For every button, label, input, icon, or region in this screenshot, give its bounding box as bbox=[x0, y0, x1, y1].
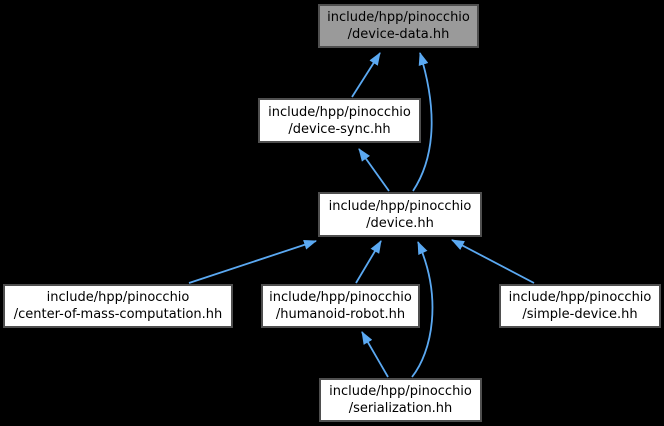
node-label-line1: include/hpp/pinocchio bbox=[327, 10, 470, 25]
node-serialization[interactable]: include/hpp/pinocchio /serialization.hh bbox=[319, 378, 482, 422]
node-label-line1: include/hpp/pinocchio bbox=[328, 198, 472, 214]
node-label-line2: /device.hh bbox=[366, 215, 434, 231]
node-label-line1: include/hpp/pinocchio bbox=[269, 290, 412, 305]
node-label-line2: /device-data.hh bbox=[347, 27, 450, 42]
edge-serialization-to-device bbox=[411, 241, 434, 378]
node-device[interactable]: include/hpp/pinocchio /device.hh bbox=[318, 192, 482, 237]
node-label-line2: /humanoid-robot.hh bbox=[275, 307, 406, 322]
node-humanoid-robot[interactable]: include/hpp/pinocchio /humanoid-robot.hh bbox=[261, 284, 420, 328]
node-label-line2: /serialization.hh bbox=[348, 401, 453, 416]
node-device-sync[interactable]: include/hpp/pinocchio /device-sync.hh bbox=[258, 98, 421, 143]
edge-device-to-device-sync bbox=[358, 148, 390, 192]
edge-center-of-mass-to-device bbox=[188, 240, 317, 284]
node-label-line2: /simple-device.hh bbox=[522, 307, 638, 322]
edge-simple-device-to-device bbox=[451, 239, 535, 284]
node-center-of-mass-computation[interactable]: include/hpp/pinocchio /center-of-mass-co… bbox=[3, 284, 233, 328]
node-label-line1: include/hpp/pinocchio bbox=[268, 104, 411, 120]
edge-serialization-to-humanoid-robot bbox=[361, 331, 389, 378]
edge-device-sync-to-device-data bbox=[351, 52, 381, 98]
node-device-data: include/hpp/pinocchio /device-data.hh bbox=[318, 4, 479, 48]
node-label-line1: include/hpp/pinocchio bbox=[329, 384, 472, 399]
node-label-line2: /center-of-mass-computation.hh bbox=[13, 307, 223, 322]
edge-device-to-device-data bbox=[412, 52, 433, 192]
node-label-line1: include/hpp/pinocchio bbox=[46, 290, 190, 305]
node-simple-device[interactable]: include/hpp/pinocchio /simple-device.hh bbox=[499, 284, 661, 328]
node-label-line1: include/hpp/pinocchio bbox=[508, 290, 652, 305]
edge-humanoid-robot-to-device bbox=[355, 240, 382, 284]
node-label-line2: /device-sync.hh bbox=[288, 121, 391, 137]
